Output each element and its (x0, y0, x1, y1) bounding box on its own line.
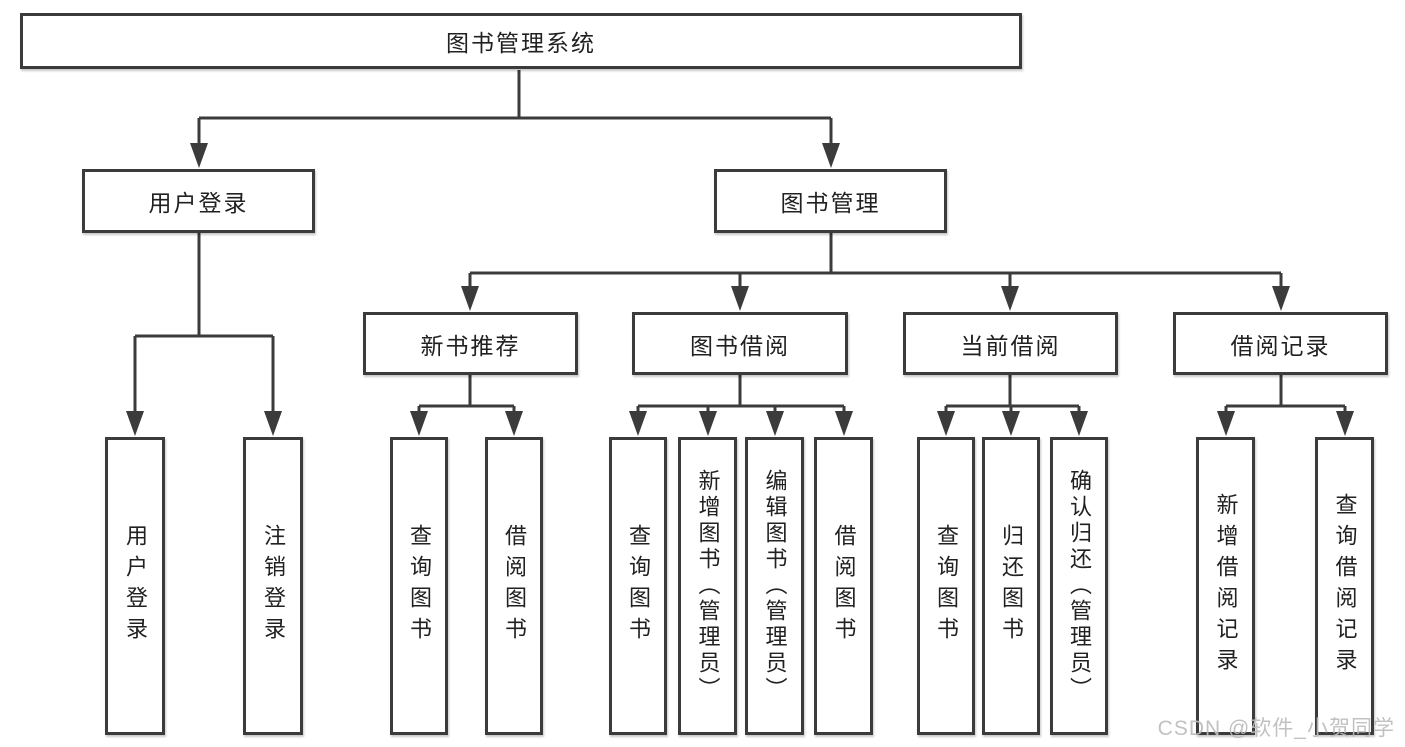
node-user-login: 用户登录 (82, 169, 315, 233)
leaf-query-borrow-record: 查询借阅记录 (1315, 437, 1374, 735)
leaf-label: 确认归还（管理员） (1067, 469, 1092, 703)
leaf-add-books-admin: 新增图书（管理员） (678, 437, 737, 735)
arrowhead-icons (126, 143, 1354, 436)
leaf-return-books: 归还图书 (982, 437, 1040, 735)
leaf-label: 注销登录 (261, 524, 286, 648)
leaf-label: 借阅图书 (502, 524, 527, 648)
leaf-confirm-return-admin: 确认归还（管理员） (1050, 437, 1108, 735)
leaf-label: 查询图书 (934, 524, 959, 648)
node-label: 新书推荐 (420, 332, 521, 359)
node-label: 用户登录 (148, 190, 249, 216)
node-library-management-system: 图书管理系统 (20, 13, 1022, 69)
leaf-add-borrow-record: 新增借阅记录 (1196, 437, 1255, 735)
node-book-borrow: 图书借阅 (632, 312, 848, 375)
leaf-label: 归还图书 (999, 524, 1024, 648)
node-label: 当前借阅 (960, 332, 1061, 359)
leaf-label: 新增图书（管理员） (695, 469, 721, 703)
node-borrow-records: 借阅记录 (1173, 312, 1388, 375)
leaf-query-books-recommend: 查询图书 (390, 437, 448, 735)
leaf-label: 编辑图书（管理员） (762, 469, 788, 703)
watermark: CSDN @软件_小贺同学 (1157, 717, 1395, 740)
leaf-label: 用户登录 (123, 524, 148, 648)
leaf-label: 新增借阅记录 (1213, 493, 1239, 679)
node-label: 图书借阅 (690, 332, 790, 359)
node-label: 图书管理系统 (446, 30, 596, 56)
node-label: 图书管理 (780, 190, 881, 216)
node-label: 借阅记录 (1230, 332, 1331, 359)
node-current-borrow: 当前借阅 (903, 312, 1118, 375)
leaf-user-login: 用户登录 (105, 437, 165, 735)
leaf-label: 查询借阅记录 (1332, 493, 1358, 679)
leaf-borrow-books-recommend: 借阅图书 (485, 437, 543, 735)
leaf-logout: 注销登录 (243, 437, 303, 735)
leaf-label: 查询图书 (407, 524, 432, 648)
leaf-label: 借阅图书 (831, 524, 857, 648)
leaf-edit-books-admin: 编辑图书（管理员） (745, 437, 804, 735)
leaf-query-books: 查询图书 (609, 437, 667, 735)
node-book-management: 图书管理 (714, 169, 947, 233)
leaf-query-books-current: 查询图书 (917, 437, 975, 735)
leaf-label: 查询图书 (626, 524, 651, 648)
leaf-borrow-books: 借阅图书 (814, 437, 873, 735)
node-new-book-recommend: 新书推荐 (363, 312, 578, 375)
